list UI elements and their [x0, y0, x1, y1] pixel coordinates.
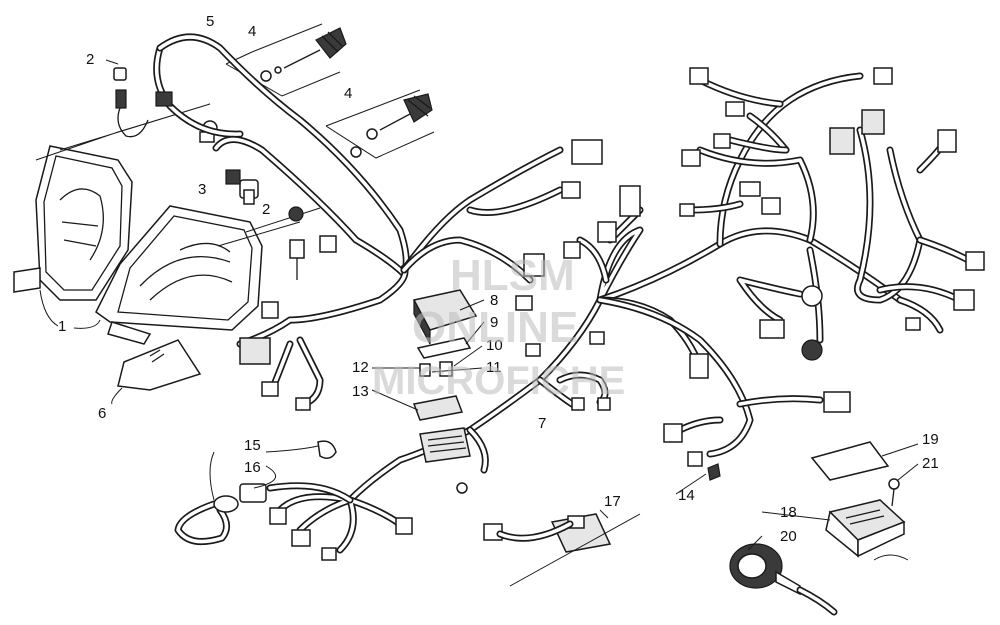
- cdi-pad: [810, 441, 890, 481]
- headlight-adjuster-upper: [260, 27, 347, 82]
- bulb-lower: [239, 179, 259, 205]
- callout-2-upper: 2: [86, 51, 94, 68]
- callout-18: 18: [780, 504, 797, 521]
- callout-12: 12: [352, 359, 369, 376]
- headlight-trim-decal: [117, 339, 202, 391]
- headlight-harness: [153, 33, 410, 278]
- headlight-socket-lower: [288, 206, 305, 280]
- callout-3: 3: [198, 181, 206, 198]
- headlight-assembly-left: [13, 145, 133, 301]
- harness-boot: [174, 440, 337, 546]
- ignition-key: [729, 543, 838, 616]
- callout-14: 14: [678, 487, 695, 504]
- callout-19: 19: [922, 431, 939, 448]
- callout-6: 6: [98, 405, 106, 422]
- callout-10: 10: [486, 337, 503, 354]
- watermark-line-1: HLSM: [450, 251, 575, 300]
- callout-8: 8: [490, 292, 498, 309]
- callout-16: 16: [244, 459, 261, 476]
- callout-2-lower: 2: [262, 201, 270, 218]
- harness-clip: [707, 463, 721, 481]
- callout-11: 11: [486, 359, 502, 376]
- cdi-box: [825, 499, 906, 558]
- harness-connectors: [239, 67, 985, 561]
- headlight-adjuster-lower: [350, 93, 433, 158]
- callout-13: 13: [352, 383, 369, 400]
- callout-20: 20: [780, 528, 797, 545]
- mount-screw: [888, 478, 900, 507]
- callout-17: 17: [604, 493, 621, 510]
- callout-21: 21: [922, 455, 939, 472]
- main-wiring-harness: [236, 72, 976, 554]
- callout-7: 7: [538, 415, 546, 432]
- callout-4-upper: 4: [248, 23, 256, 40]
- watermark-line-2: ONLINE: [412, 303, 578, 352]
- callout-15: 15: [244, 437, 261, 454]
- headlight-assembly-right: [95, 205, 263, 345]
- callout-1: 1: [58, 318, 66, 335]
- control-module: [496, 513, 612, 553]
- headlight-socket-upper: [113, 67, 149, 138]
- callout-9: 9: [490, 314, 498, 331]
- callout-5: 5: [206, 13, 214, 30]
- callout-4-lower: 4: [344, 85, 352, 102]
- fuse-relay-block: [412, 289, 478, 463]
- watermark-line-3: MICROFICHE: [372, 359, 625, 403]
